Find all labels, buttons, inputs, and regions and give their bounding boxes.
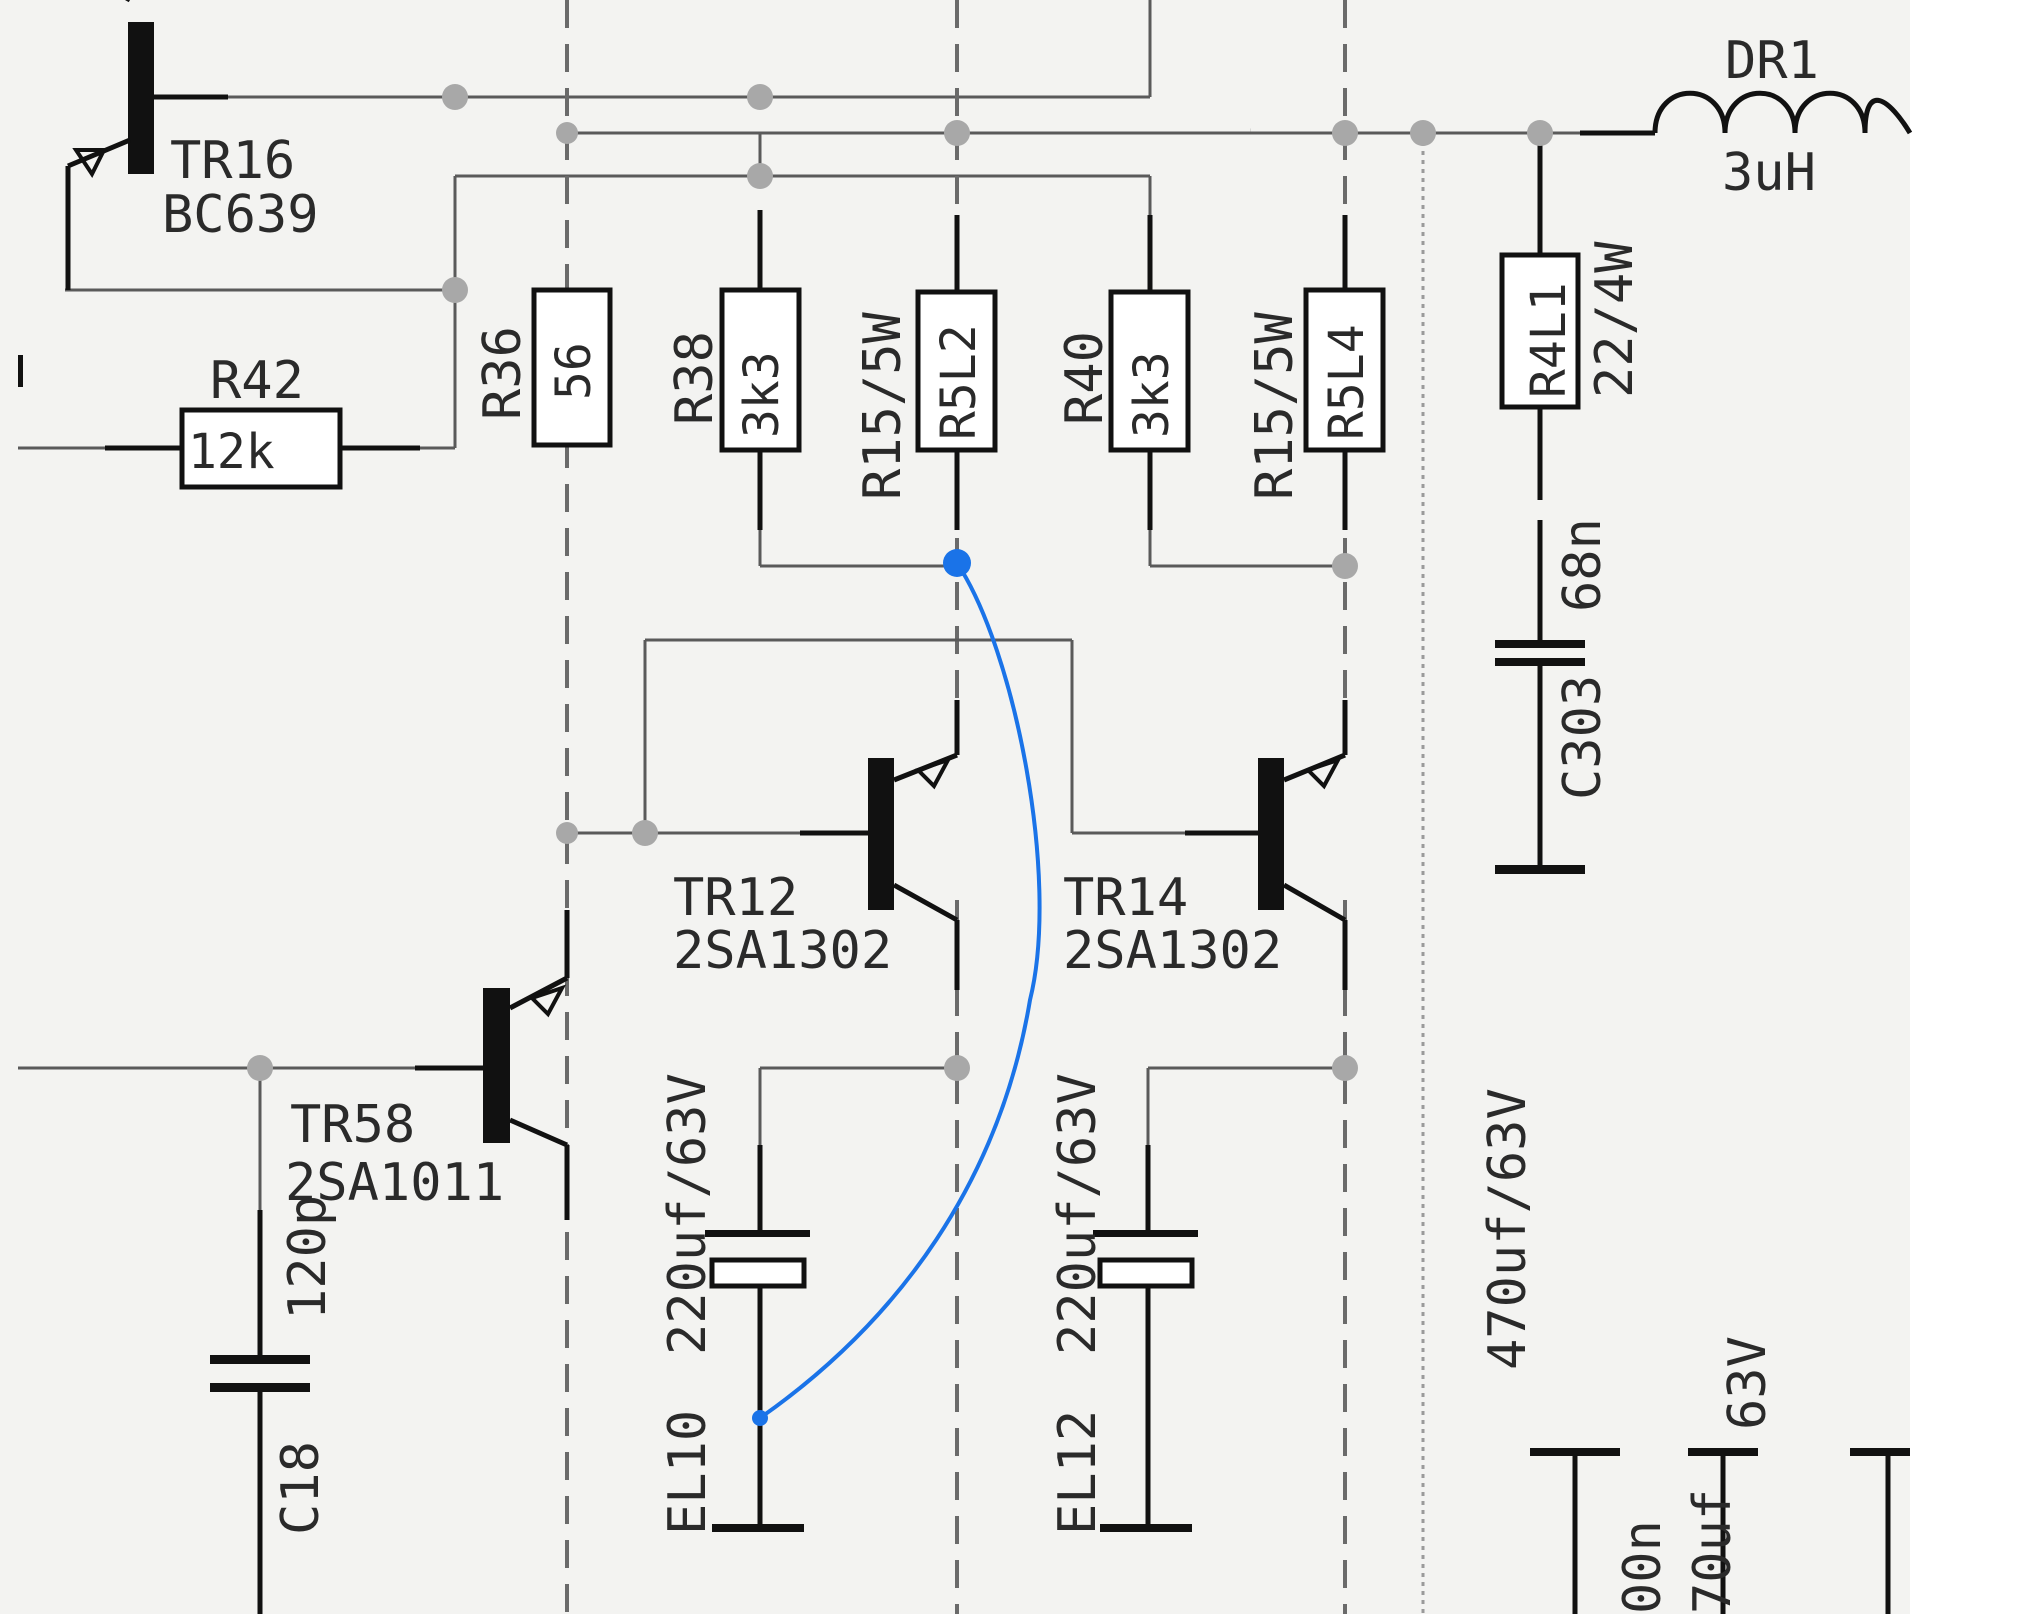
bottom-right-partials: 470uf/63V 63V 70uf 00n [1478,1088,1910,1614]
overlay-start-handle[interactable] [943,549,971,577]
r36-value: 56 [546,342,602,400]
r5l2-resistor: R15/5W R5L2 [853,215,998,530]
r40-name: R40 [1055,331,1115,425]
tr14-part: 2SA1302 [1063,921,1282,981]
tr58-part: 2SA1011 [285,1153,504,1213]
el12-name: EL12 [1048,1410,1108,1535]
r4l1-value: 22/4W [1585,241,1645,398]
r38-name: R38 [665,331,725,425]
c18-value: 120p [278,1195,338,1320]
tr14-name: TR14 [1063,868,1188,928]
r36-resistor: R36 56 [473,287,613,448]
tr58-transistor: TR58 2SA1011 [18,910,570,1220]
overlay-end-handle[interactable] [752,1410,768,1426]
overlay-curve[interactable] [758,561,1042,1420]
tr14-transistor: TR14 2SA1302 [1063,700,1348,990]
r42-value: 12k [188,424,275,480]
r5l4-value: R15/5W [1245,311,1305,500]
r4l1-resistor: R4L1 22/4W [1499,133,1645,500]
dr1-value: 3uH [1722,143,1816,203]
el12-value: 220uf/63V [1048,1073,1108,1355]
r38-resistor: R38 3k3 [665,133,957,568]
el10-value: 220uf/63V [658,1073,718,1355]
c303-value: 68n [1553,518,1613,612]
tr16-part: BC639 [162,185,319,245]
partial-63v: 63V [1718,1336,1778,1430]
tr12-transistor: TR12 2SA1302 [673,700,960,990]
page-margin [1910,0,2042,1614]
junctions [247,84,1553,1081]
r38-value: 3k3 [734,351,790,438]
tr12-name: TR12 [673,868,798,928]
tr16-transistor: TR16 BC639 [65,0,319,290]
r40-value: 3k3 [1124,351,1180,438]
r5l2-value: R15/5W [853,311,913,500]
c303-name: C303 [1553,675,1613,800]
el12-capacitor: 220uf/63V EL12 [1048,1066,1345,1535]
el10-capacitor: 220uf/63V EL10 [658,1066,957,1535]
left-edge-stub [18,355,23,387]
tr58-name: TR58 [290,1095,415,1155]
c18-name: C18 [271,1441,331,1535]
c18-capacitor: 120p C18 [210,1068,338,1614]
r42-resistor: R42 12k [18,351,455,490]
r5l4-resistor: R15/5W R5L4 [1245,215,1386,530]
c303-capacitor: 68n C303 [1495,518,1613,874]
partial-70uf: 70uf [1683,1489,1743,1614]
r36-name: R36 [473,326,533,420]
partial-00n: 00n [1613,1520,1673,1614]
tr12-part: 2SA1302 [673,921,892,981]
tr16-name: TR16 [170,131,295,191]
r5l4-name: R5L4 [1319,324,1375,440]
r40-resistor: R40 3k3 [1055,176,1345,568]
r42-name: R42 [210,351,304,411]
dr1-name: DR1 [1725,31,1819,91]
r4l1-name: R4L1 [1521,282,1577,398]
r5l2-name: R5L2 [931,324,987,440]
base-network [567,638,1185,835]
cap470-value: 470uf/63V [1478,1088,1538,1370]
el10-name: EL10 [658,1410,718,1535]
probe-overlay[interactable] [752,549,1042,1426]
dr1-inductor: DR1 3uH [1540,31,1913,203]
